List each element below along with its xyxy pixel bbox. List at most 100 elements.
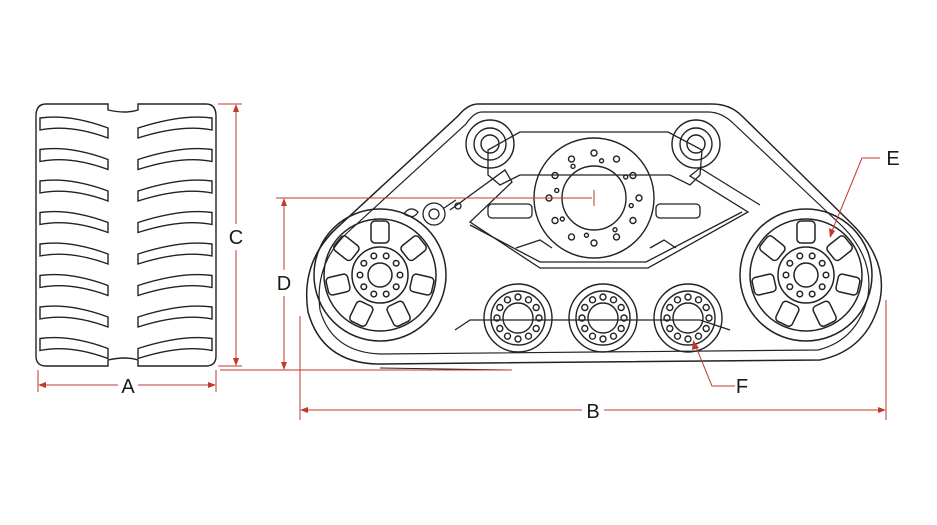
bogie-bolt [514,293,522,301]
hub-bolt [590,149,598,157]
upper-idler-left [465,119,515,169]
bogie-bolt [581,303,589,312]
bogie-wheel-2 [568,283,638,353]
wheel-bolt [796,252,804,260]
frame-slot-left [487,203,533,219]
hub-bolt-inner [612,226,618,233]
hub-bolt [567,155,576,163]
wheel-window [409,273,435,296]
bogie-bolt [578,314,586,322]
bogie-bolt [535,314,543,322]
leader-f [693,341,735,387]
dim-b-arrow-left [300,407,308,413]
frame-upper-plate [487,131,703,186]
upper-idler-right [671,119,721,169]
hub-bolt-inner [598,158,605,164]
hub-bolt-inner [628,202,634,209]
tread-lug-right [137,116,213,139]
dimension-lines [37,103,887,420]
tread-lugs [39,116,213,360]
bogie-bolt [532,303,540,312]
leader-e [829,157,880,237]
frame-bracket-right [649,239,677,249]
tread-lug-right [137,242,213,265]
wheel-bolt [360,259,368,267]
bogie-hub [587,302,619,334]
wheel-window [826,235,853,262]
chassis-frame [449,131,761,331]
wheel-window [796,220,816,244]
tread-lug-right [137,147,213,171]
dim-label-b: B [586,401,599,423]
hub-bolt-inner [570,163,576,170]
frame-lower-plate [469,211,743,263]
wheel-bolt [782,271,790,279]
bogie-bolt [684,335,692,343]
frame-slot-right [655,203,701,219]
wheel-bolt [818,283,826,291]
tread-lug-left [39,273,109,297]
hub-bolt-inner [583,232,590,238]
bogie-bolt [684,293,692,301]
bogie-bolt [620,314,628,322]
bogie-bolt [524,296,533,304]
dim-c-arrow-bottom [233,358,239,366]
tread-lug-right [137,273,213,297]
bogie-bolt [673,332,682,340]
wheel-bolt [796,290,804,298]
wheel-bolt [786,259,794,267]
bogie-bolt [503,296,512,304]
hub-bolt-inner [559,216,566,222]
tread-lug-left [39,210,109,234]
wheel-window [333,235,360,262]
wheel-bolt [808,252,816,260]
bogie-bolt [673,296,682,304]
bogie-outer [653,283,723,353]
hub-bolt [629,216,637,225]
bogie-bolt [705,314,713,322]
leader-e-arrow [829,228,835,238]
track-outer-outline [305,103,883,365]
dim-a-arrow-right [208,382,216,388]
bogie-wheels [483,283,723,353]
bogie-bolt [609,332,618,340]
dim-label-c: C [229,227,243,249]
wheel-window [759,235,786,262]
wheel-bolt [396,271,404,279]
wheel-bolt [382,252,390,260]
dim-d-arrow-top [281,198,287,206]
bogie-bolt [666,303,674,312]
wheel-bolt [808,290,816,298]
bogie-bolt [609,296,618,304]
bogie-bolt [581,324,589,333]
bogie-bolt [496,303,504,312]
wheel-bolt [818,259,826,267]
leader-f-arrow [692,340,699,350]
bogie-bolt [663,314,671,322]
wheel-window [325,273,351,296]
wheel-bolt [356,271,364,279]
callout-label-e: E [886,148,899,170]
bogie-bolt [524,332,533,340]
bogie-ring [575,290,631,346]
bogie-outer [483,283,553,353]
tread-outline [35,103,217,367]
frame-bracket-left [515,239,553,249]
dim-b-arrow-right [878,407,886,413]
bogie-bolt [702,303,710,312]
bogie-bolt [503,332,512,340]
bogie-bolt [532,324,540,333]
wheel-window [349,300,374,327]
bogie-bolt [588,332,597,340]
tread-lug-right [137,336,213,360]
wheel-bolt [392,259,400,267]
dim-label-d: D [277,273,291,295]
wheel-window [812,300,837,327]
hub-bolt [612,155,621,163]
bogie-ring [660,290,716,346]
dim-c-arrow-top [233,104,239,112]
track-inner-outline [318,111,870,355]
wheel-window [835,273,861,296]
hub-bolt-inner [554,187,560,194]
